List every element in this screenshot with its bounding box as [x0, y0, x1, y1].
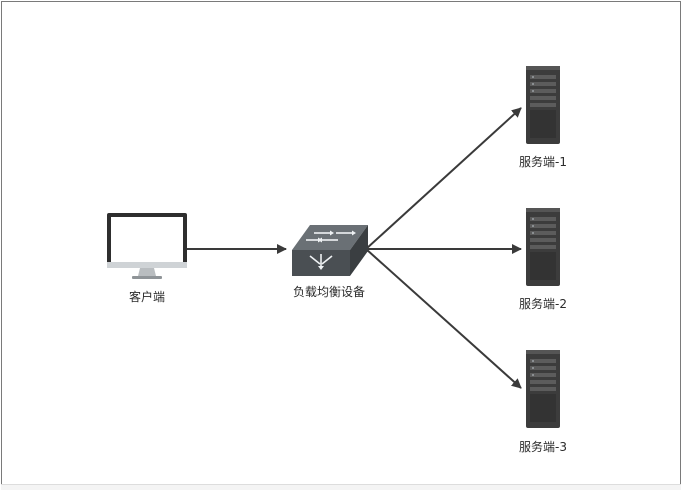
- monitor-icon: [107, 213, 187, 279]
- edge-load-balancer-to-server-1: [365, 107, 522, 250]
- edge-load-balancer-to-server-3: [365, 248, 522, 389]
- server-2-label: 服务端-2: [519, 297, 567, 311]
- load-balancer-label: 负载均衡设备: [292, 285, 366, 299]
- server-1-label: 服务端-1: [519, 155, 567, 169]
- server-icon: [526, 66, 560, 144]
- server-icon: [526, 208, 560, 286]
- network-switch-icon: [292, 225, 368, 276]
- server-3-label: 服务端-3: [519, 440, 567, 454]
- server-icon: [526, 350, 560, 428]
- bottom-strip: [1, 484, 681, 490]
- client-label: 客户端: [128, 290, 166, 304]
